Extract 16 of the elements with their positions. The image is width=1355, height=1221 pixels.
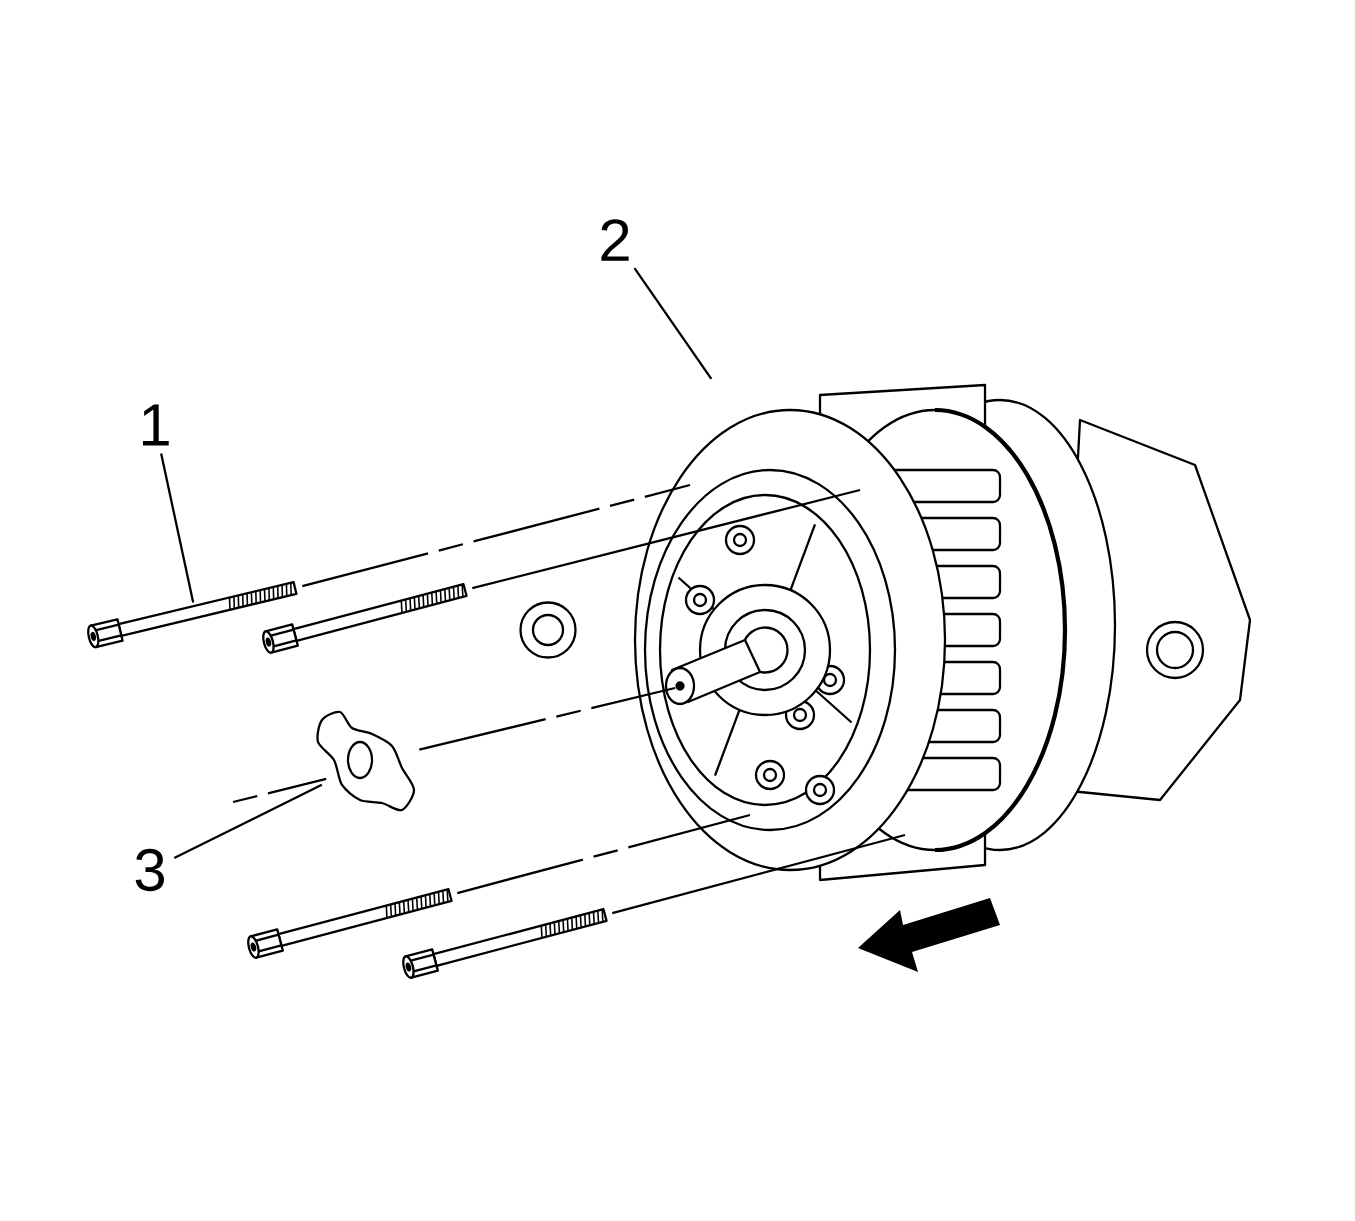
- leader-line: [160, 453, 195, 603]
- callout-number: 3: [135, 848, 164, 892]
- alignment-line: [612, 833, 906, 915]
- callout-number: 2: [601, 219, 629, 261]
- bolt-drawing: [402, 908, 608, 979]
- washer-drawing: [316, 710, 416, 812]
- callout-number: 1: [142, 404, 169, 446]
- bolt-drawing: [247, 888, 453, 959]
- alignment-line: [457, 813, 751, 895]
- alternator-drawing: [519, 383, 1252, 882]
- bolt-drawing: [262, 583, 468, 654]
- alignment-line: [302, 483, 691, 588]
- alignment-line: [472, 488, 861, 590]
- leader-line: [173, 783, 323, 859]
- alignment-line: [419, 686, 676, 751]
- leader-line: [633, 267, 713, 380]
